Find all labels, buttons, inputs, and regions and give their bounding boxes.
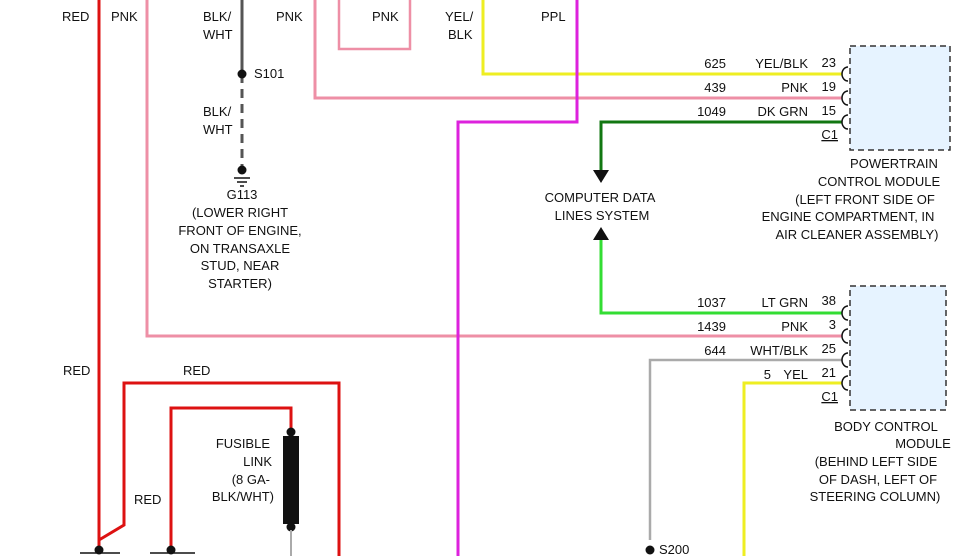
bcm-box xyxy=(849,285,947,411)
pcm-pin-15 xyxy=(841,114,849,130)
ground-desc-1: (LOWER RIGHT xyxy=(192,205,288,220)
fusible-link-top-dot xyxy=(286,427,296,437)
pcm-wire-3-color: DK GRN xyxy=(757,104,808,119)
top-label-pnk-b: PNK xyxy=(276,9,303,24)
pcm-name-2: CONTROL MODULE xyxy=(818,174,941,189)
bcm-pin-3 xyxy=(841,328,849,344)
bcm-connector-label: C1 xyxy=(821,389,838,404)
splice-s101-label: S101 xyxy=(254,66,284,81)
splice-s101-dot xyxy=(237,69,247,79)
bcm-wire-2-color: PNK xyxy=(781,319,808,334)
bcm-loc-1: (BEHIND LEFT SIDE xyxy=(815,454,938,469)
blk-wht-mid-label-1: BLK/ xyxy=(203,104,232,119)
pcm-wire-3-pin: 15 xyxy=(822,103,836,118)
lower-label-red-low: RED xyxy=(134,492,161,507)
wht-blk-wire xyxy=(648,358,842,540)
fusible-link-label-4: BLK/WHT) xyxy=(212,489,274,504)
pcm-wire-3-circuit: 1049 xyxy=(697,104,726,119)
bcm-pin-21 xyxy=(841,375,849,391)
bcm-wire-4-pin: 21 xyxy=(822,365,836,380)
top-label-pnk-a: PNK xyxy=(111,9,138,24)
ground-desc-3: ON TRANSAXLE xyxy=(190,241,291,256)
bcm-name-2: MODULE xyxy=(895,436,951,451)
splice-s200-label: S200 xyxy=(659,542,689,556)
pcm-wire-2-circuit: 439 xyxy=(704,80,726,95)
bcm-name-1: BODY CONTROL xyxy=(834,419,938,434)
yel-blk-wire-pcm xyxy=(481,0,842,76)
pcm-connector-label: C1 xyxy=(821,127,838,142)
pcm-wire-1-pin: 23 xyxy=(822,55,836,70)
pcm-wire-1-color: YEL/BLK xyxy=(755,56,808,71)
top-label-red: RED xyxy=(62,9,89,24)
arrow-down-icon xyxy=(593,170,609,183)
ground-icon xyxy=(234,177,250,187)
bcm-loc-2: OF DASH, LEFT OF xyxy=(819,472,937,487)
fusible-link-label-1: FUSIBLE xyxy=(216,436,271,451)
computer-data-label-2: LINES SYSTEM xyxy=(555,208,650,223)
bcm-wire-3-color: WHT/BLK xyxy=(750,343,808,358)
pink-wire-loop xyxy=(337,0,412,51)
bcm-connector-pins xyxy=(841,305,849,391)
ground-desc-4: STUD, NEAR xyxy=(201,258,280,273)
pcm-loc-2: ENGINE COMPARTMENT, IN xyxy=(762,209,935,224)
fusible-link-label-2: LINK xyxy=(243,454,272,469)
top-label-pnk-c: PNK xyxy=(372,9,399,24)
bcm-wire-1-circuit: 1037 xyxy=(697,295,726,310)
ground-dot xyxy=(237,165,247,175)
top-label-yel-blk-1: YEL/ xyxy=(445,9,474,24)
bcm-wire-1-pin: 38 xyxy=(822,293,836,308)
fusible-link-body xyxy=(283,436,299,524)
red-wire-inner xyxy=(169,406,293,552)
bcm-pin-25 xyxy=(841,352,849,368)
top-label-ppl: PPL xyxy=(541,9,566,24)
ground-id: G113 xyxy=(227,187,258,202)
pcm-loc-3: AIR CLEANER ASSEMBLY) xyxy=(775,227,938,242)
bcm-wire-2-pin: 3 xyxy=(829,317,836,332)
bcm-wire-2-circuit: 1439 xyxy=(697,319,726,334)
top-label-yel-blk-2: BLK xyxy=(448,27,473,42)
bcm-wire-4-color: YEL xyxy=(783,367,808,382)
fusible-link-bottom-dot xyxy=(286,522,296,532)
ground-desc-2: FRONT OF ENGINE, xyxy=(178,223,301,238)
lt-grn-wire xyxy=(599,240,842,315)
ppl-wire xyxy=(456,0,579,556)
bcm-wire-3-pin: 25 xyxy=(822,341,836,356)
arrow-up-icon xyxy=(593,227,609,240)
blk-wht-mid-label-2: WHT xyxy=(203,122,233,137)
pcm-name-1: POWERTRAIN xyxy=(850,156,938,171)
bcm-wire-4-circuit: 5 xyxy=(764,367,771,382)
bcm-loc-3: STEERING COLUMN) xyxy=(810,489,941,504)
pink-wire-pcm xyxy=(313,0,842,100)
pcm-pin-23 xyxy=(841,66,849,82)
pcm-wire-2-color: PNK xyxy=(781,80,808,95)
top-label-blk-wht-2: WHT xyxy=(203,27,233,42)
computer-data-label-1: COMPUTER DATA xyxy=(545,190,656,205)
red-wire-outer xyxy=(98,381,341,556)
bcm-wire-1-color: LT GRN xyxy=(762,295,808,310)
pcm-box xyxy=(849,45,951,151)
yel-wire-bcm xyxy=(742,381,842,556)
ground-desc-5: STARTER) xyxy=(208,276,272,291)
splice-s200-dot xyxy=(645,545,655,555)
lower-label-red-mid: RED xyxy=(183,363,210,378)
lower-label-red-left: RED xyxy=(63,363,90,378)
pink-wire-bcm xyxy=(145,0,842,338)
bcm-wire-3-circuit: 644 xyxy=(704,343,726,358)
fusible-link-label-3: (8 GA- xyxy=(232,472,270,487)
bcm-pin-38 xyxy=(841,305,849,321)
top-label-blk-wht-1: BLK/ xyxy=(203,9,232,24)
pcm-connector-pins xyxy=(841,66,849,130)
dk-grn-wire xyxy=(599,120,842,170)
pcm-wire-1-circuit: 625 xyxy=(704,56,726,71)
pcm-wire-2-pin: 19 xyxy=(822,79,836,94)
pcm-loc-1: (LEFT FRONT SIDE OF xyxy=(795,192,935,207)
pcm-pin-19 xyxy=(841,90,849,106)
